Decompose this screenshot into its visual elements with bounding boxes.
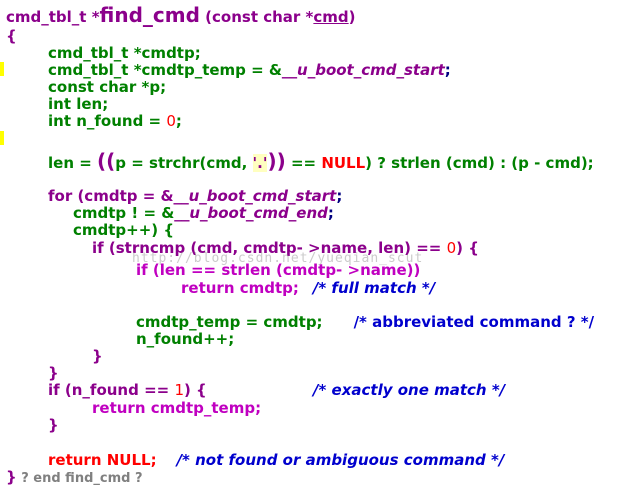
watermark: http://blog.csdn.net/yueqian_scut [132, 251, 424, 266]
code-line: if (n_found == 1) {/* exactly one match … [48, 381, 506, 399]
code-line: return cmdtp;/* full match */ [181, 279, 436, 297]
line-change-marker [0, 131, 4, 145]
code-line: cmdtp++) { [73, 221, 175, 239]
function-signature: cmd_tbl_t *find_cmd (const char *cmd) [6, 3, 356, 27]
code-line: { [6, 27, 17, 45]
code-line: cmdtp ! = &__u_boot_cmd_end; [73, 204, 334, 222]
code-line: n_found++; [136, 330, 235, 348]
code-line: const char *p; [48, 78, 167, 96]
code-line: cmd_tbl_t *cmdtp; [48, 44, 201, 62]
code-line: int len; [48, 95, 109, 113]
function-name: find_cmd [99, 3, 200, 27]
code-line: for (cmdtp = &__u_boot_cmd_start; [48, 187, 343, 205]
code-line: int n_found = 0; [48, 112, 182, 130]
code-line: if (len == strlen (cmdtp- >name)) [136, 261, 421, 279]
code-line: } [48, 416, 59, 434]
code-line: return cmdtp_temp; [92, 399, 262, 417]
code-line: cmd_tbl_t *cmdtp_temp = &__u_boot_cmd_st… [48, 61, 451, 79]
code-line: return NULL;/* not found or ambiguous co… [48, 451, 505, 469]
code-line: } [92, 347, 103, 365]
line-change-marker [0, 62, 4, 76]
code-line: if (strncmp (cmd, cmdtp- >name, len) == … [92, 239, 479, 257]
code-line: } ? end find_cmd ? [6, 468, 143, 486]
code-line: len = ((p = strchr(cmd, '.')) == NULL) ?… [48, 149, 594, 173]
code-line: cmdtp_temp = cmdtp;/* abbreviated comman… [136, 313, 595, 331]
code-line: } [48, 364, 59, 382]
